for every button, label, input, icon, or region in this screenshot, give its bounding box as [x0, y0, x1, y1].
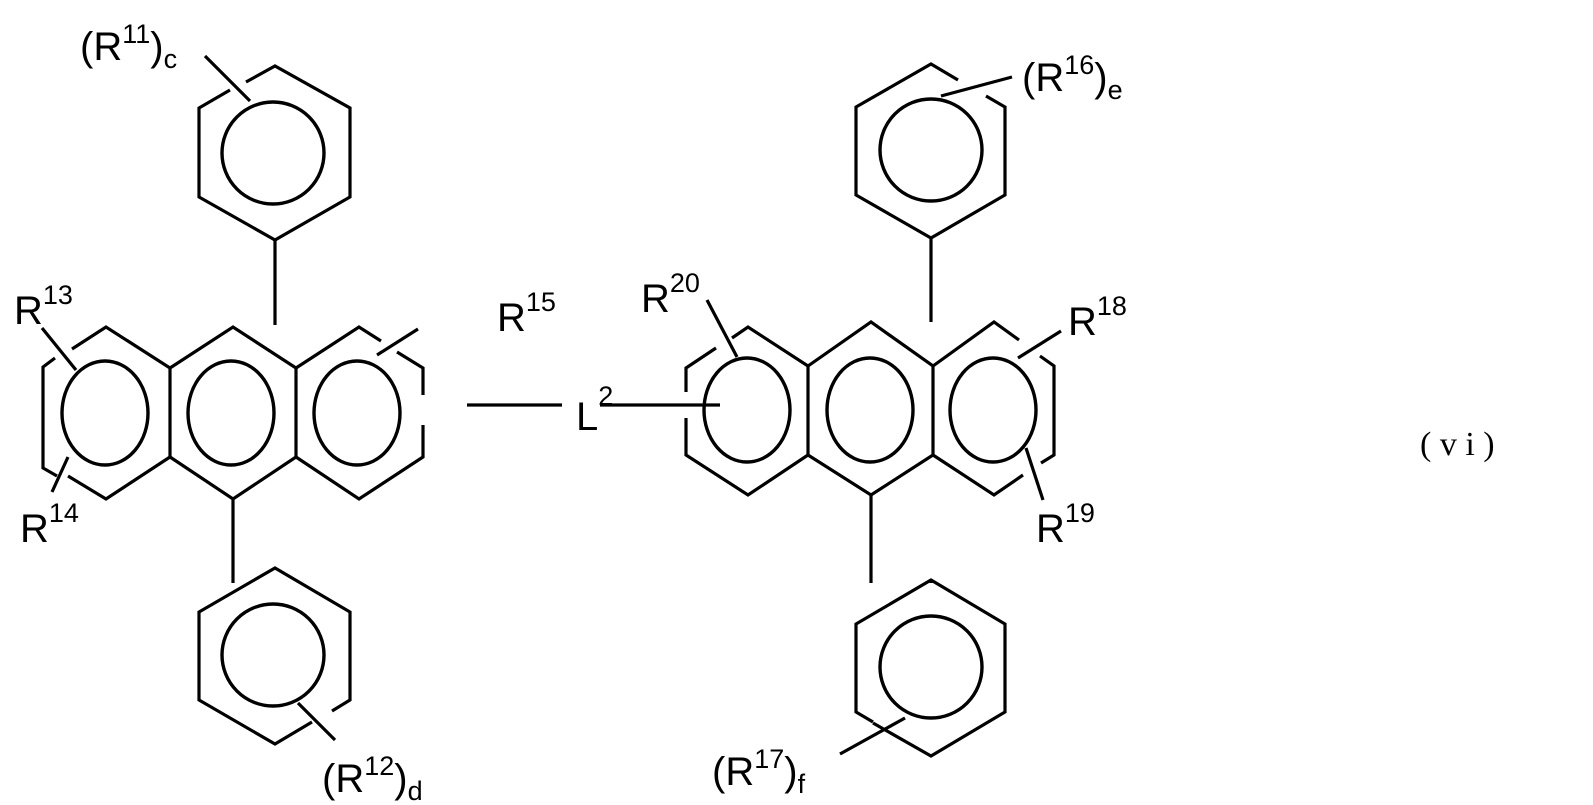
- label-r14: R14: [20, 498, 79, 551]
- left-anthracene-core: [40, 325, 425, 583]
- label-r18: R18: [1068, 291, 1127, 344]
- right-anthracene-core: [684, 299, 1062, 583]
- left-top-phenyl-ring: [197, 54, 352, 325]
- label-r19: R19: [1036, 498, 1095, 551]
- label-r15: R15: [497, 287, 556, 340]
- linker-l2: L2: [467, 381, 720, 439]
- label-r13: R13: [14, 280, 73, 333]
- label-r12-group: (R12)d: [322, 751, 423, 805]
- label-r16-group: (R16)e: [1022, 50, 1123, 105]
- left-bottom-phenyl-ring: [197, 566, 352, 746]
- label-r17-group: (R17)f: [712, 744, 806, 799]
- right-bottom-phenyl-ring: [839, 578, 1007, 758]
- formula-number: ( v i ): [1420, 426, 1495, 463]
- right-diphenylanthracene: [684, 62, 1062, 758]
- label-r11-group: (R11)c: [80, 19, 177, 74]
- label-l2: L2: [576, 381, 613, 439]
- label-r20: R20: [641, 268, 700, 321]
- right-top-phenyl-ring: [854, 62, 1013, 322]
- left-diphenylanthracene: [40, 54, 425, 746]
